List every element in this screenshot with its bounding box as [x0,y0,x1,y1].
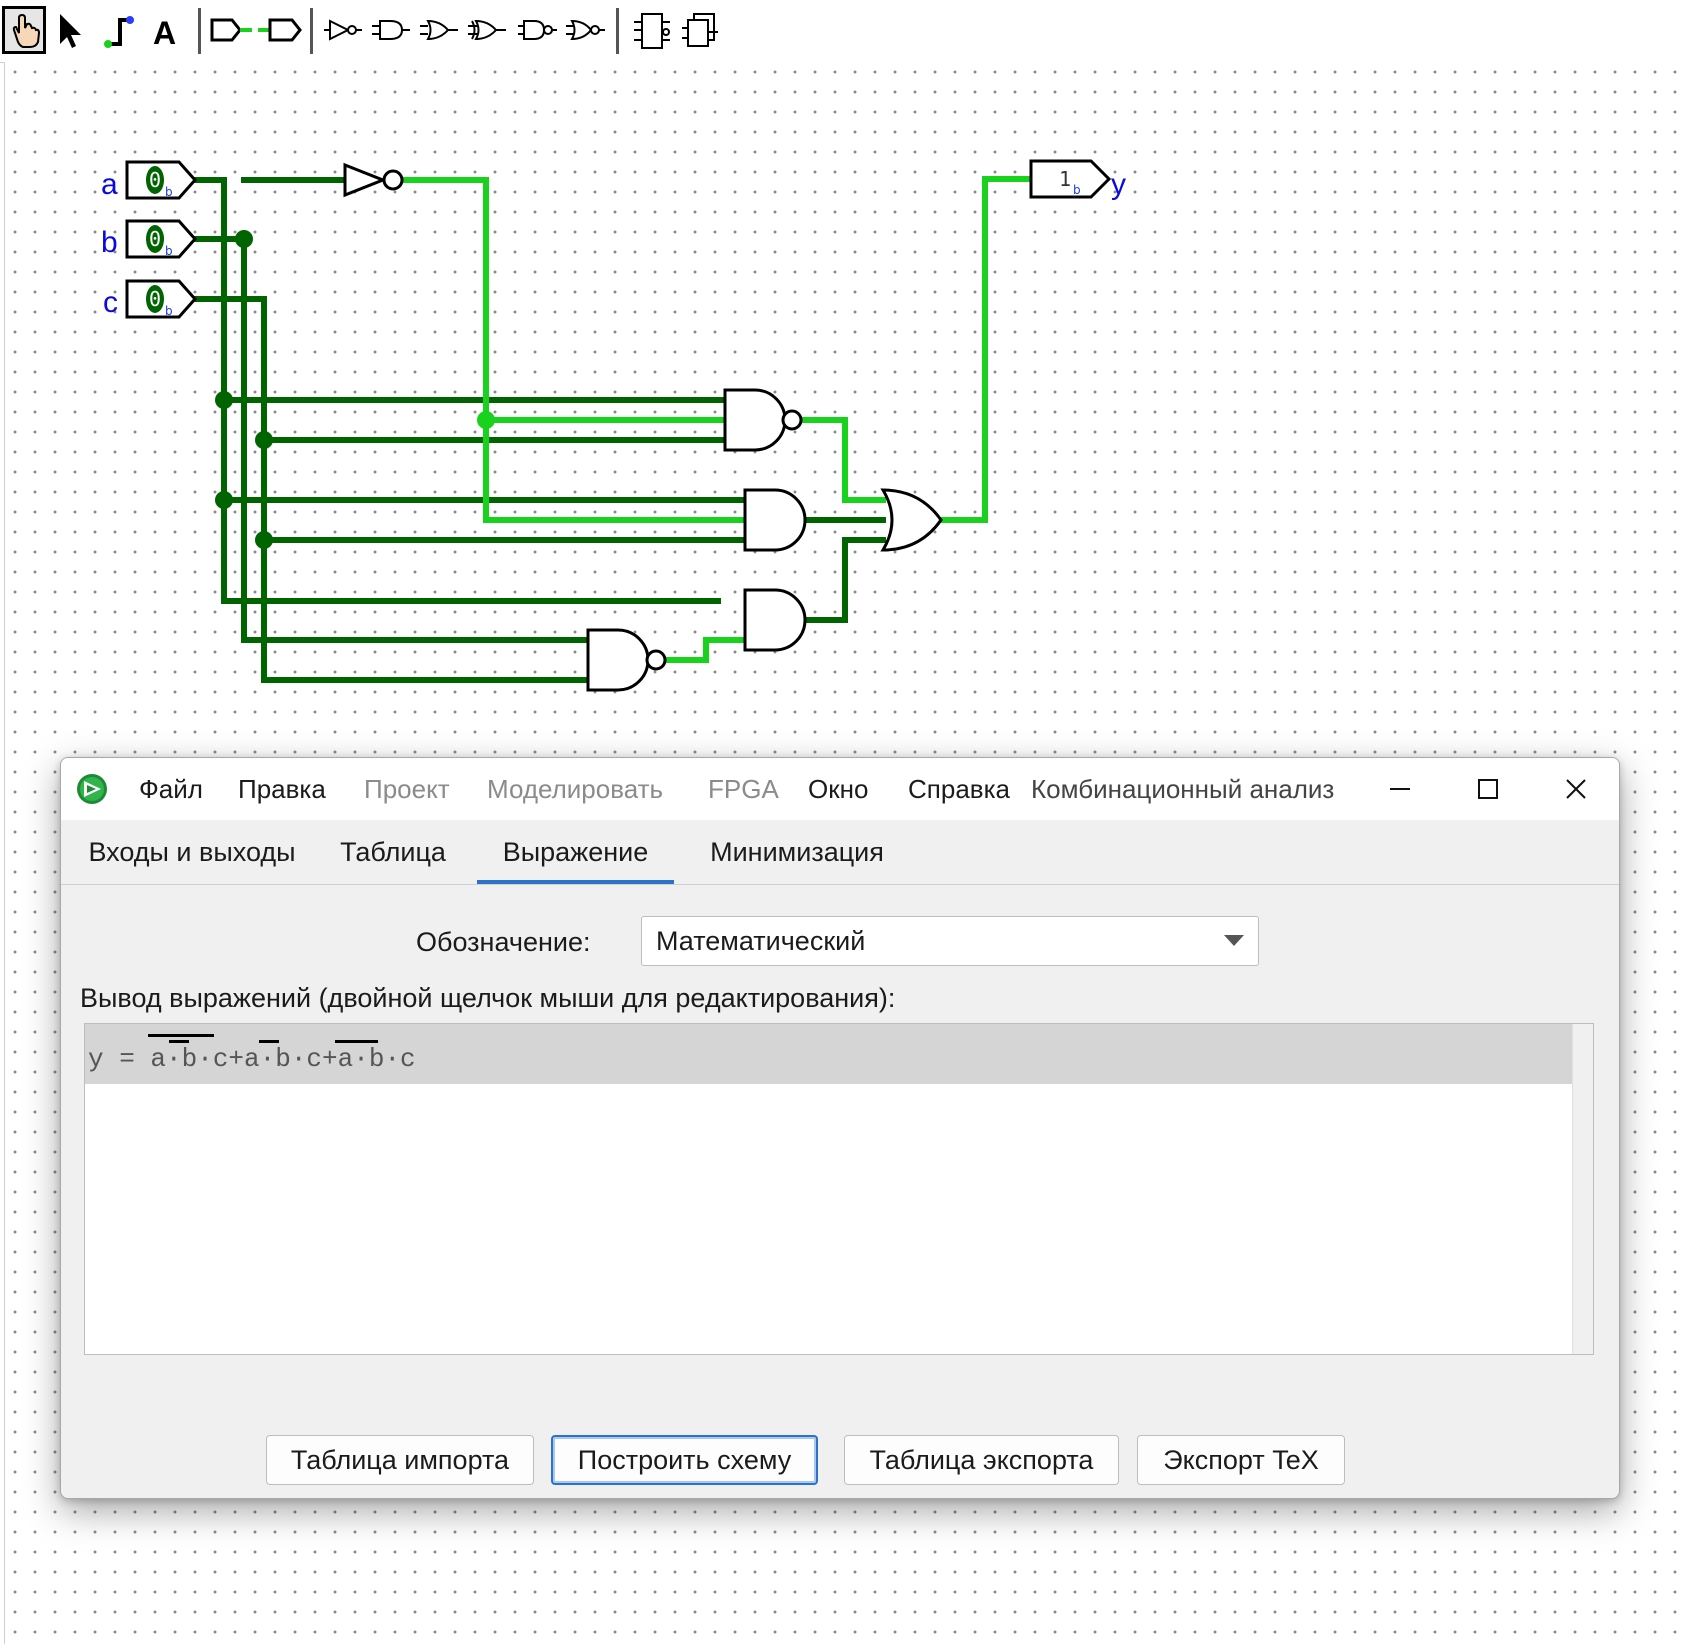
menu-fpga[interactable]: FPGA [708,774,779,804]
input-c-unit: b [165,304,173,318]
low-wires [192,177,886,683]
close-icon [1566,779,1586,799]
notation-selected-value: Математический [656,926,866,956]
output-pin-icon[interactable] [256,6,302,54]
layers-icon[interactable] [678,6,722,54]
input-a-label: a [101,168,118,201]
minimize-icon [1390,788,1410,790]
not-gate-icon[interactable] [322,6,364,54]
maximize-icon [1478,779,1498,799]
combinational-analysis-window: Файл Правка Проект Моделировать FPGA Окн… [60,757,1620,1499]
maximize-button[interactable] [1445,758,1531,820]
or-gate[interactable] [880,488,943,552]
input-pin-icon[interactable] [208,6,254,54]
circuit-diagram: 0 b a 0 b b 0 b c 1 b y [101,159,1126,692]
subcircuit-icon[interactable] [630,6,674,54]
high-wires [400,176,1034,663]
input-b-value: 0 [149,227,161,251]
and-gate-2[interactable] [743,488,807,552]
export-tex-button[interactable]: Экспорт TeX [1137,1435,1345,1485]
logisim-logo-icon [75,772,109,811]
and-gate-3[interactable] [743,588,807,652]
import-table-button[interactable]: Таблица импорта [266,1435,534,1485]
window-titlebar: Файл Правка Проект Моделировать FPGA Окн… [61,758,1619,820]
input-pin-b[interactable]: 0 b b [101,219,198,259]
notation-label: Обозначение: [416,927,591,957]
input-pin-c[interactable]: 0 b c [103,279,198,319]
overbar-negation [335,1040,378,1043]
tab-expression[interactable]: Выражение [477,820,674,884]
window-title: Комбинационный анализ [1031,774,1335,804]
nand-gate-4[interactable] [586,628,667,692]
notation-dropdown[interactable]: Математический [641,916,1259,966]
build-circuit-button[interactable]: Построить схему [551,1435,818,1485]
toolbar-separator [198,8,201,54]
output-y-value: 1 [1059,167,1071,191]
svg-text:A: A [153,15,176,51]
input-a-unit: b [165,185,173,199]
output-y-unit: b [1073,183,1081,197]
expression-row[interactable]: y = a·b·c+a·b·c+a·b·c [85,1024,1573,1084]
tab-bar: Входы и выходы Таблица Выражение Минимиз… [61,820,1619,885]
tab-table[interactable]: Таблица [340,837,446,867]
input-c-label: c [103,286,118,319]
toolbar: A [0,0,1690,63]
wiring-icon[interactable] [100,6,140,54]
expression-list[interactable]: y = a·b·c+a·b·c+a·b·c [84,1023,1594,1355]
toolbar-separator [310,8,313,54]
tab-minimization[interactable]: Минимизация [710,837,884,867]
tab-inputs-outputs[interactable]: Входы и выходы [88,837,296,867]
arrow-select-icon[interactable] [52,6,88,54]
export-table-button[interactable]: Таблица экспорта [844,1435,1119,1485]
buffer-icon[interactable] [370,6,412,54]
hand-poke-icon[interactable] [2,6,46,54]
minimize-button[interactable] [1357,758,1443,820]
chevron-down-icon [1224,935,1244,946]
expression-scrollbar[interactable] [1572,1024,1593,1354]
input-a-value: 0 [149,168,161,192]
overbar-negation [148,1034,214,1037]
input-c-value: 0 [149,287,161,311]
input-b-unit: b [165,244,173,258]
input-b-label: b [101,226,118,259]
and-gate-icon[interactable] [418,6,460,54]
nand-gate-1[interactable] [723,388,803,452]
or-gate-icon[interactable] [466,6,508,54]
menu-window[interactable]: Окно [808,774,869,804]
menu-help[interactable]: Справка [908,774,1010,804]
output-pin-y[interactable]: 1 b y [1029,159,1126,201]
nand-gate-icon[interactable] [516,6,558,54]
expression-text: y = a·b·c+a·b·c+a·b·c [88,1044,416,1074]
input-pin-a[interactable]: 0 b a [101,160,198,201]
menu-edit[interactable]: Правка [238,774,326,804]
menu-project[interactable]: Проект [364,774,450,804]
menu-file[interactable]: Файл [139,774,203,804]
output-y-label: y [1111,168,1126,201]
close-button[interactable] [1533,758,1619,820]
text-tool-icon[interactable]: A [148,6,184,54]
overbar-negation [169,1040,189,1043]
expression-output-caption: Вывод выражений (двойной щелчок мыши для… [80,983,896,1013]
not-gate[interactable] [343,162,404,198]
toolbar-separator [616,8,619,54]
overbar-negation [259,1040,279,1043]
menu-simulate[interactable]: Моделировать [487,774,664,804]
nor-gate-icon[interactable] [564,6,606,54]
